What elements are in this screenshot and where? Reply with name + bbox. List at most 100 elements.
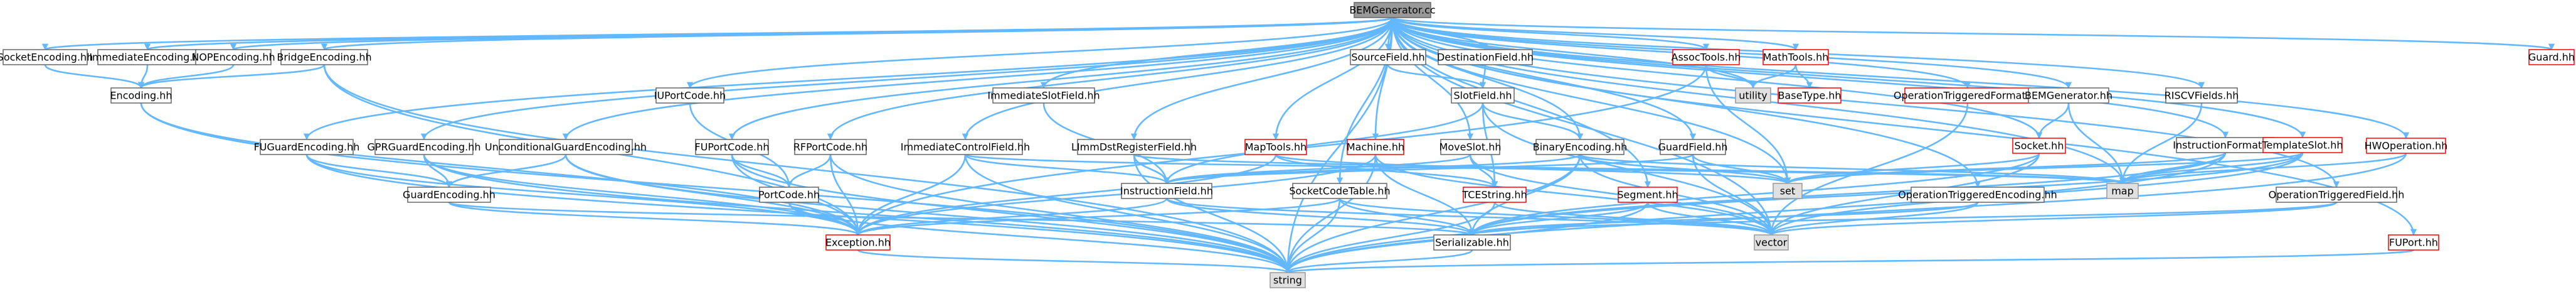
- node-guardenc[interactable]: GuardEncoding.hh: [403, 187, 496, 203]
- node-immenc[interactable]: ImmediateEncoding.hh: [89, 49, 206, 65]
- node-label-immslot: ImmediateSlotField.hh: [987, 90, 1100, 102]
- node-map[interactable]: map: [2106, 183, 2139, 199]
- node-bridgeenc[interactable]: BridgeEncoding.hh: [277, 49, 372, 65]
- node-set[interactable]: set: [1773, 183, 1803, 199]
- edge-tcestring-to-vector: [1493, 202, 1775, 236]
- node-label-serializable: Serializable.hh: [1435, 237, 1509, 249]
- node-gprguardenc[interactable]: GPRGuardEncoding.hh: [367, 139, 481, 155]
- node-label-socket: Socket.hh: [2015, 140, 2064, 152]
- node-box-optrigfield: [2276, 187, 2397, 203]
- node-templslot[interactable]: TemplateSlot.hh: [2261, 137, 2343, 153]
- edge-fuguardenc-to-string: [305, 154, 1291, 274]
- node-limmdst[interactable]: LImmDstRegisterField.hh: [1071, 139, 1197, 155]
- edge-root-to-templslot: [1391, 17, 2306, 139]
- node-label-root: BEMGenerator.cc: [1349, 4, 1435, 16]
- node-box-string: [1269, 272, 1306, 288]
- edge-optrigfield-to-vector: [1768, 201, 2338, 236]
- node-iuport[interactable]: IUPortCode.hh: [654, 87, 726, 104]
- node-guardfield[interactable]: GuardField.hh: [1658, 139, 1728, 155]
- node-box-socketenc: [3, 49, 88, 65]
- node-segment[interactable]: Segment.hh: [1617, 187, 1678, 203]
- node-box-set: [1773, 183, 1803, 199]
- node-box-map: [2106, 183, 2139, 199]
- edge-limmdst-to-map: [1133, 153, 2126, 185]
- node-serializable[interactable]: Serializable.hh: [1433, 234, 1511, 251]
- node-label-exception: Exception.hh: [825, 237, 891, 249]
- node-bemgen[interactable]: BEMGenerator.hh: [2025, 87, 2112, 104]
- edge-nopenc-to-encoding: [137, 64, 235, 89]
- node-destfield[interactable]: DestinationField.hh: [1437, 49, 1534, 65]
- node-root[interactable]: BEMGenerator.cc: [1349, 2, 1436, 18]
- node-riscv[interactable]: RISCVFields.hh: [2165, 87, 2239, 104]
- node-label-iuport: IUPortCode.hh: [654, 90, 726, 102]
- edge-uncondguard-to-string: [564, 154, 1291, 274]
- node-socketenc[interactable]: SocketEncoding.hh: [0, 49, 93, 65]
- node-portcode[interactable]: PortCode.hh: [758, 187, 820, 203]
- node-machine[interactable]: Machine.hh: [1347, 139, 1404, 155]
- node-label-destfield: DestinationField.hh: [1437, 52, 1534, 63]
- node-box-instrfmt: [2176, 137, 2275, 153]
- node-label-optrigenc: OperationTriggeredEncoding.hh: [1898, 189, 2057, 201]
- node-nopenc[interactable]: NOPEncoding.hh: [191, 49, 275, 65]
- node-slotfield[interactable]: SlotField.hh: [1451, 87, 1515, 104]
- node-socketct[interactable]: SocketCodeTable.hh: [1289, 183, 1391, 199]
- edge-optrigfield-to-serializable: [1469, 201, 2338, 236]
- node-maptools[interactable]: MapTools.hh: [1244, 139, 1307, 155]
- node-optrigfmt[interactable]: OperationTriggeredFormat.hh: [1894, 87, 2042, 104]
- node-label-assoc: AssocTools.hh: [1672, 52, 1741, 63]
- node-fuporthh[interactable]: FUPort.hh: [2388, 234, 2439, 251]
- node-binenc[interactable]: BinaryEncoding.hh: [1533, 139, 1628, 155]
- node-sourcefield[interactable]: SourceField.hh: [1350, 49, 1426, 65]
- node-box-machine: [1347, 139, 1404, 155]
- edge-segment-to-serializable: [1468, 202, 1649, 236]
- node-instrfield[interactable]: InstructionField.hh: [1120, 183, 1213, 199]
- edge-instrfield-to-vector: [1165, 197, 1774, 236]
- node-box-socket: [2012, 138, 2066, 154]
- edge-guardenc-to-exception: [448, 201, 861, 236]
- node-optrigenc[interactable]: OperationTriggeredEncoding.hh: [1898, 187, 2057, 203]
- node-instrfmt[interactable]: InstructionFormat.hh: [2173, 137, 2278, 153]
- node-box-exception: [825, 234, 891, 251]
- edge-tcestring-to-string: [1284, 202, 1496, 274]
- node-exception[interactable]: Exception.hh: [825, 234, 891, 251]
- edge-riscv-to-map: [2119, 102, 2203, 185]
- node-vector[interactable]: vector: [1754, 234, 1789, 251]
- node-label-riscv: RISCVFields.hh: [2165, 90, 2239, 102]
- edge-guardfield-to-instrfield: [1163, 153, 1694, 185]
- node-assoc[interactable]: AssocTools.hh: [1672, 49, 1741, 65]
- node-label-instrfield: InstructionField.hh: [1120, 185, 1213, 197]
- edge-optrigenc-to-serializable: [1469, 201, 1979, 236]
- node-immctrl[interactable]: ImmediateControlField.hh: [901, 139, 1030, 155]
- node-utility[interactable]: utility: [1735, 87, 1771, 104]
- node-uncondguard[interactable]: UnconditionalGuardEncoding.hh: [485, 139, 647, 155]
- node-box-guardfield: [1660, 139, 1726, 155]
- node-mathtools[interactable]: MathTools.hh: [1762, 49, 1829, 65]
- node-string[interactable]: string: [1269, 272, 1306, 288]
- node-box-nopenc: [195, 49, 272, 65]
- node-label-slotfield: SlotField.hh: [1454, 90, 1512, 102]
- node-basetype[interactable]: BaseType.hh: [1778, 87, 1842, 104]
- node-box-instrfield: [1121, 183, 1212, 199]
- edge-encoding-to-exception: [140, 102, 862, 236]
- node-rfport[interactable]: RFPortCode.hh: [793, 139, 867, 155]
- node-box-segment: [1618, 187, 1678, 203]
- node-encoding[interactable]: Encoding.hh: [110, 87, 172, 104]
- node-box-vector: [1754, 234, 1789, 251]
- node-hwop[interactable]: HWOperation.hh: [2365, 138, 2448, 154]
- node-label-fuport: FUPortCode.hh: [695, 141, 770, 153]
- node-box-iuport: [655, 87, 724, 104]
- node-fuguardenc[interactable]: FUGuardEncoding.hh: [254, 139, 360, 155]
- node-immslot[interactable]: ImmediateSlotField.hh: [987, 87, 1100, 104]
- edge-root-to-fuguardenc: [303, 17, 1394, 141]
- node-optrigfield[interactable]: OperationTriggeredField.hh: [2269, 187, 2405, 203]
- node-label-instrfmt: InstructionFormat.hh: [2173, 139, 2277, 151]
- node-label-bemgen: BEMGenerator.hh: [2025, 90, 2112, 102]
- node-box-sourcefield: [1350, 49, 1426, 65]
- node-socket[interactable]: Socket.hh: [2012, 138, 2066, 154]
- node-box-fuport: [695, 139, 769, 155]
- node-moveslot[interactable]: MoveSlot.hh: [1439, 139, 1502, 155]
- node-tcestring[interactable]: TCEString.hh: [1461, 187, 1527, 203]
- node-fuport[interactable]: FUPortCode.hh: [695, 139, 770, 155]
- node-guard[interactable]: Guard.hh: [2528, 49, 2575, 65]
- node-label-segment: Segment.hh: [1617, 189, 1678, 201]
